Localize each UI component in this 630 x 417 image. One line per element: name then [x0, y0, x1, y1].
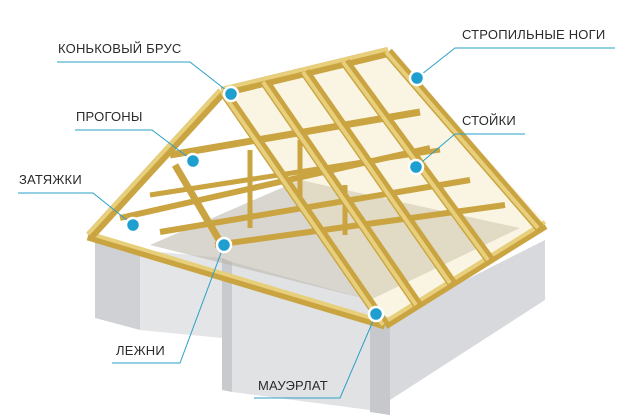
label-ties: ЗАТЯЖКИ — [19, 172, 82, 187]
ridge-beam-marker — [222, 85, 240, 103]
label-purlins: ПРОГОНЫ — [76, 109, 143, 124]
purlins-marker — [184, 152, 202, 170]
rafters-marker — [408, 69, 426, 87]
label-sleepers: ЛЕЖНИ — [116, 343, 165, 358]
label-rafters: СТРОПИЛЬНЫЕ НОГИ — [462, 27, 605, 42]
sleepers-marker — [215, 236, 233, 254]
posts-marker — [407, 158, 425, 176]
label-ridge-beam: КОНЬКОВЫЙ БРУС — [58, 41, 182, 56]
wall-plate-marker — [367, 305, 385, 323]
label-posts: СТОЙКИ — [462, 113, 516, 128]
ties-marker — [124, 216, 142, 234]
leader-lines — [18, 47, 615, 399]
walls — [95, 180, 545, 415]
label-wall-plate: МАУЭРЛАТ — [258, 378, 328, 393]
